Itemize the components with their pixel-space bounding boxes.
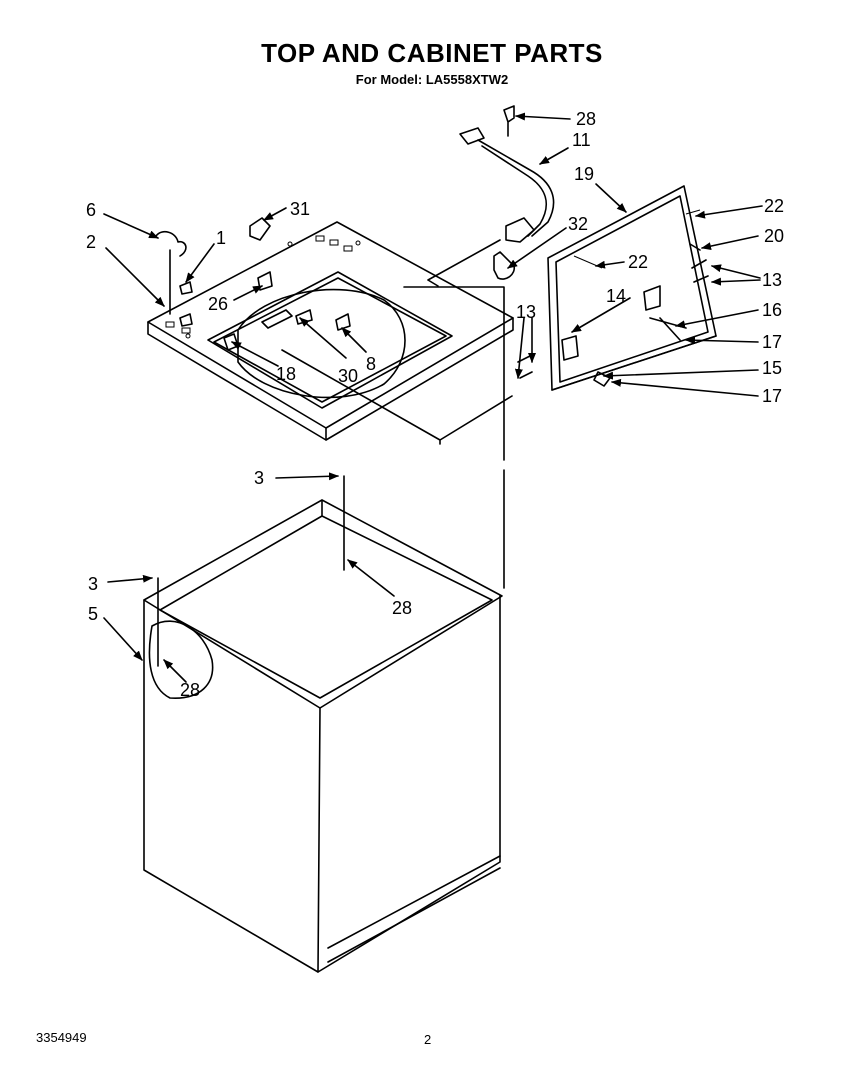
- callout-18: 18: [276, 364, 296, 384]
- callout-17b: 17: [762, 386, 782, 406]
- document-number: 3354949: [36, 1030, 87, 1045]
- callout-28c: 28: [180, 680, 200, 700]
- callout-6: 6: [86, 200, 96, 220]
- page-number: 2: [424, 1032, 432, 1047]
- alignment-lines: [281, 239, 513, 589]
- callout-30: 30: [338, 366, 358, 386]
- callout-1: 1: [216, 228, 226, 248]
- callout-top-28: 28: [576, 109, 596, 129]
- lid-hinge-hardware: [517, 243, 709, 387]
- callout-22a: 22: [764, 196, 784, 216]
- callout-labels: 28 11 19 22 20 32 22 13 16 14 13 17 15 1…: [86, 109, 784, 700]
- callout-14: 14: [606, 286, 626, 306]
- callout-15: 15: [762, 358, 782, 378]
- washer-cabinet: [143, 475, 503, 973]
- callout-13a: 13: [762, 270, 782, 290]
- callout-11: 11: [572, 130, 591, 150]
- callout-31: 31: [290, 199, 310, 219]
- callout-3a: 3: [254, 468, 264, 488]
- callout-13b: 13: [516, 302, 536, 322]
- callout-26: 26: [208, 294, 228, 314]
- callout-17a: 17: [762, 332, 782, 352]
- callout-arrows: [103, 112, 763, 683]
- callout-28b: 28: [392, 598, 412, 618]
- page-title: TOP AND CABINET PARTS: [261, 38, 603, 68]
- callout-22b: 22: [628, 252, 648, 272]
- washer-top-panel: [147, 221, 514, 441]
- callout-5: 5: [88, 604, 98, 624]
- model-subtitle: For Model: LA5558XTW2: [355, 72, 509, 87]
- callout-19: 19: [574, 164, 594, 184]
- lid-switch-harness: [459, 127, 555, 243]
- callout-8: 8: [366, 354, 376, 374]
- washer-lid: [547, 185, 717, 391]
- callout-20: 20: [764, 226, 784, 246]
- callout-3b: 3: [88, 574, 98, 594]
- callout-32: 32: [568, 214, 588, 234]
- callout-16: 16: [762, 300, 782, 320]
- callout-2: 2: [86, 232, 96, 252]
